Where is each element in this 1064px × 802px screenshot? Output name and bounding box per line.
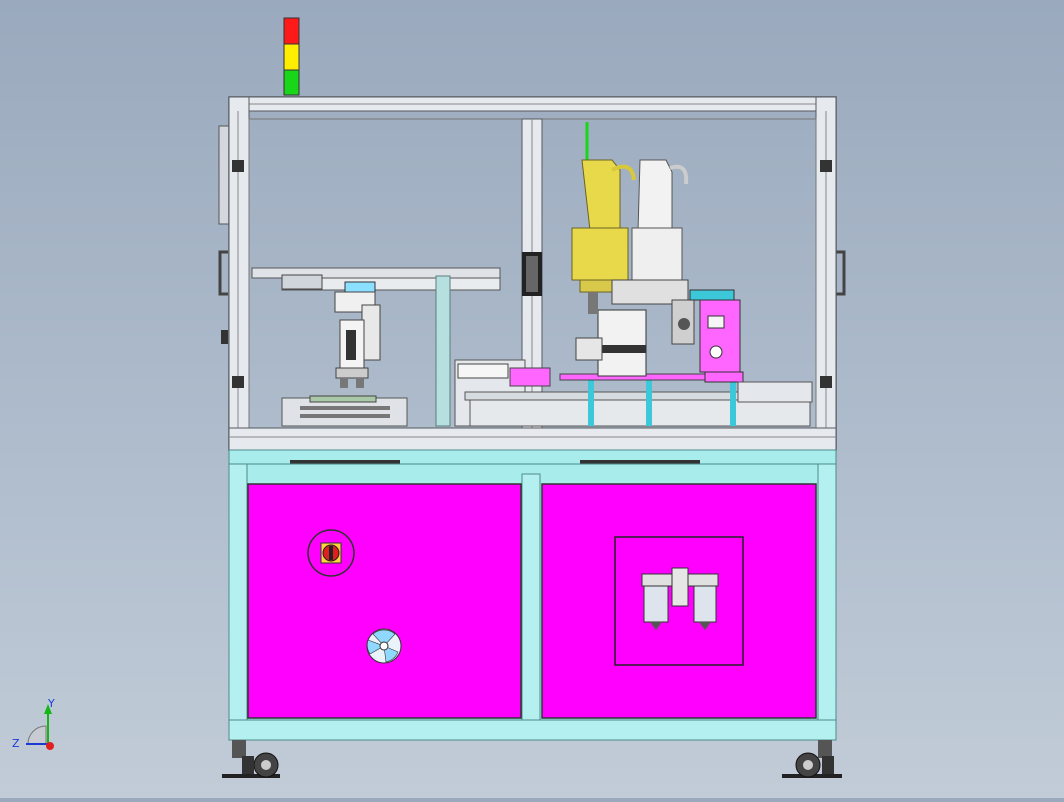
upper-enclosure[interactable] [228,96,837,451]
hinge [232,160,244,172]
scara-robot-yellow[interactable] [571,122,636,314]
linear-module-station[interactable] [251,267,501,427]
signal-tower[interactable] [283,17,300,96]
left-cabinet-door[interactable] [247,483,522,719]
z-axis-label: Z [12,737,20,750]
red-light [283,17,300,45]
feeder-unit[interactable] [689,289,813,403]
cooling-fan [366,628,402,664]
hinge [820,376,832,388]
cabinet[interactable] [228,463,837,741]
left-latch [221,330,228,344]
left-handle [218,250,228,296]
coordinate-triad: Y Z [12,697,55,750]
right-handle [836,250,846,296]
green-light [283,69,300,96]
yellow-light [283,43,300,71]
air-filter-regulator[interactable] [614,536,744,666]
casters [222,740,842,778]
emergency-stop[interactable] [307,529,355,577]
assembly-station[interactable] [454,122,813,427]
scara-robot-white[interactable] [611,159,695,345]
hinge [820,160,832,172]
y-axis-label: Y [47,697,55,710]
hinge [232,376,244,388]
